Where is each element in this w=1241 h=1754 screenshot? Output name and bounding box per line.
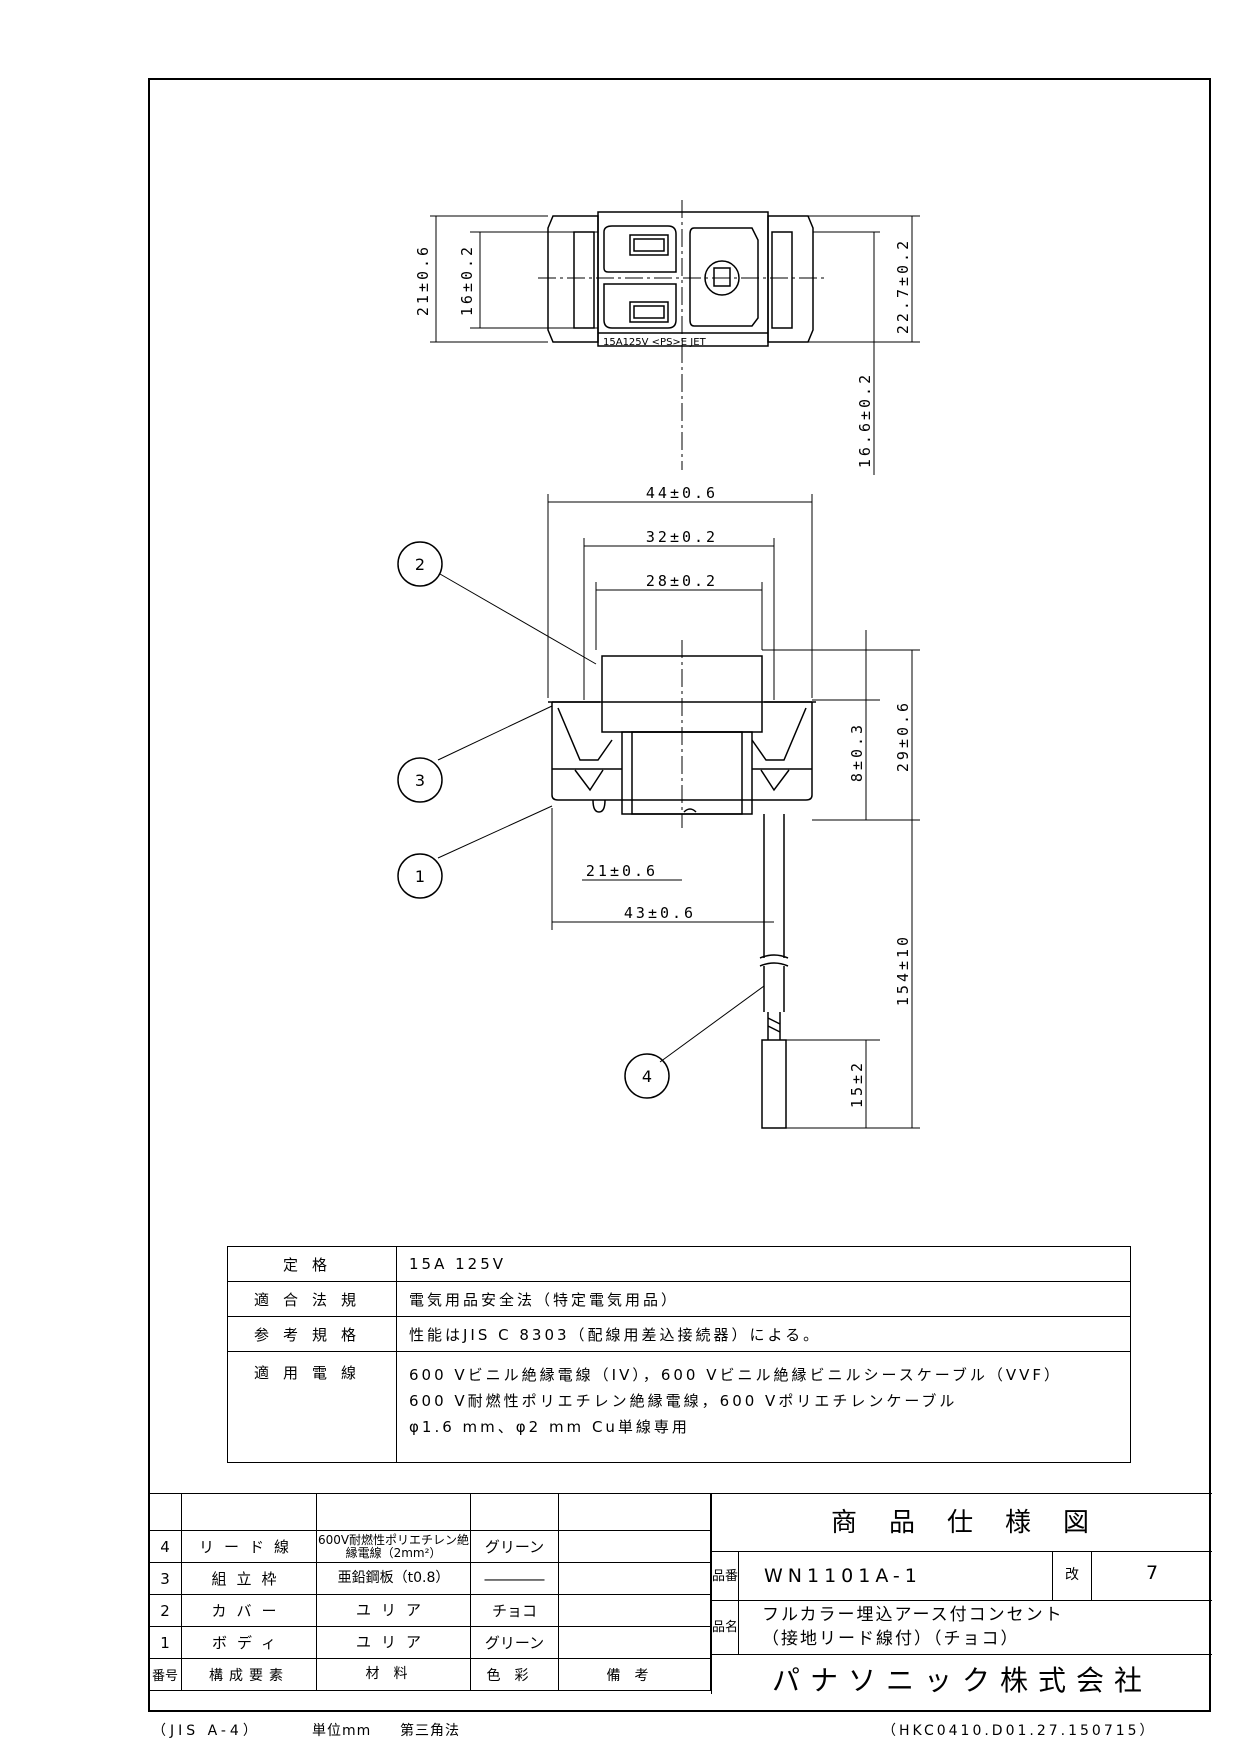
dim-29: 29±0.6 <box>894 700 912 772</box>
part-material: ユリア <box>316 1626 471 1659</box>
spec-line: 600 Vビニル絶縁電線（IV），600 Vビニル絶縁ビニルシースケーブル（VV… <box>409 1366 1063 1384</box>
callout-circle-4 <box>624 1053 670 1099</box>
company-name: パナソニック株式会社 <box>771 1664 1152 1697</box>
dim-22-7: 22.7±0.2 <box>894 238 912 334</box>
spec-key: 適合法規 <box>227 1281 397 1317</box>
footer-projection: 第三角法 <box>400 1723 460 1739</box>
dim-8: 8±0.3 <box>848 722 866 782</box>
dim-43: 43±0.6 <box>624 904 696 922</box>
spec-key: 定格 <box>227 1246 397 1282</box>
drawing-frame <box>148 78 1211 1712</box>
spec-key: 参考規格 <box>227 1316 397 1352</box>
side-view-outline <box>548 655 816 815</box>
parts-row-empty <box>148 1493 711 1531</box>
product-name-label: 品名 <box>712 1600 739 1654</box>
spec-row: 参考規格 性能はJIS C 8303（配線用差込接続器）による。 <box>227 1316 1131 1352</box>
parts-row: 2 カバー ユリア チョコ <box>148 1594 711 1627</box>
callout-2: 2 <box>415 555 425 574</box>
part-no: 3 <box>148 1562 182 1595</box>
part-color: チョコ <box>470 1594 559 1627</box>
header-name: 構成要素 <box>181 1658 317 1691</box>
footer-unit: 単位mm <box>312 1723 372 1739</box>
spec-table: 定格 15A 125V 適合法規 電気用品安全法（特定電気用品） 参考規格 性能… <box>227 1246 1131 1463</box>
footer-doc-code: （HKC0410.D01.27.150715） <box>882 1723 1157 1739</box>
parts-row: 3 組立枠 亜鉛鋼板（t0.8） ―――― <box>148 1562 711 1595</box>
part-color: グリーン <box>470 1530 559 1563</box>
part-color: ―――― <box>470 1562 559 1595</box>
dim-21-top: 21±0.6 <box>414 244 432 316</box>
footer-paper-size: （JIS A-4） <box>152 1723 261 1739</box>
part-no: 4 <box>148 1530 182 1563</box>
parts-table: 4 リード線 600V耐燃性ポリエチレン絶縁電線（2mm²） グリーン 3 組立… <box>148 1493 711 1691</box>
product-name-row: 品名 フルカラー埋込アース付コンセント （接地リード線付）（チョコ） <box>712 1600 1212 1655</box>
part-no: 1 <box>148 1626 182 1659</box>
header-material: 材料 <box>316 1658 471 1691</box>
document-title: 商品仕様図 <box>712 1494 1212 1552</box>
spec-value: 15A 125V <box>396 1246 1131 1282</box>
dim-16-6: 16.6±0.2 <box>856 372 874 468</box>
parts-header-row: 番号 構成要素 材料 色彩 備考 <box>148 1658 711 1691</box>
part-no-label: 品番 <box>712 1552 739 1600</box>
parts-row: 4 リード線 600V耐燃性ポリエチレン絶縁電線（2mm²） グリーン <box>148 1530 711 1563</box>
revision-label: 改 <box>1052 1552 1092 1600</box>
callout-circle-3 <box>397 757 443 803</box>
spec-value: 性能はJIS C 8303（配線用差込接続器）による。 <box>396 1316 1131 1352</box>
header-no: 番号 <box>148 1658 182 1691</box>
part-material: ユリア <box>316 1594 471 1627</box>
revision-value: 7 <box>1145 1562 1159 1584</box>
part-number-row: 品番 WN1101A-1 改 7 <box>712 1552 1212 1601</box>
part-color: グリーン <box>470 1626 559 1659</box>
header-remark: 備考 <box>558 1658 711 1691</box>
part-remark <box>558 1530 711 1563</box>
product-name-line: （接地リード線付）（チョコ） <box>762 1629 1020 1649</box>
part-name: 組立枠 <box>181 1562 317 1595</box>
dim-21-side: 21±0.6 <box>586 862 658 880</box>
part-material: 亜鉛鋼板（t0.8） <box>316 1562 471 1595</box>
product-name: フルカラー埋込アース付コンセント （接地リード線付）（チョコ） <box>762 1603 1064 1651</box>
spec-row: 適用電線 600 Vビニル絶縁電線（IV），600 Vビニル絶縁ビニルシースケー… <box>227 1351 1131 1463</box>
parts-row: 1 ボディ ユリア グリーン <box>148 1626 711 1659</box>
spec-line: 600 V耐燃性ポリエチレン絶縁電線，600 Vポリエチレンケーブル <box>409 1392 958 1410</box>
title-block: 商品仕様図 品番 WN1101A-1 改 7 品名 フルカラー埋込アース付コンセ… <box>711 1493 1212 1697</box>
part-name: ボディ <box>181 1626 317 1659</box>
spec-row: 適合法規 電気用品安全法（特定電気用品） <box>227 1281 1131 1317</box>
dim-15: 15±2 <box>848 1060 866 1108</box>
part-name: リード線 <box>181 1530 317 1563</box>
callout-circle-1 <box>397 853 443 899</box>
part-remark <box>558 1594 711 1627</box>
callout-4: 4 <box>642 1067 652 1086</box>
dim-28: 28±0.2 <box>646 572 718 590</box>
dim-154: 154±10 <box>894 934 912 1006</box>
part-material: 600V耐燃性ポリエチレン絶縁電線（2mm²） <box>316 1530 471 1563</box>
dim-44: 44±0.6 <box>646 484 718 502</box>
spec-value: 600 Vビニル絶縁電線（IV），600 Vビニル絶縁ビニルシースケーブル（VV… <box>396 1351 1131 1463</box>
spec-line: φ1.6 mm、φ2 mm Cu単線専用 <box>409 1418 690 1436</box>
callout-circle-2 <box>397 541 443 587</box>
part-name: カバー <box>181 1594 317 1627</box>
header-color: 色彩 <box>470 1658 559 1691</box>
part-remark <box>558 1626 711 1659</box>
part-number: WN1101A-1 <box>764 1565 922 1587</box>
dim-16: 16±0.2 <box>458 244 476 316</box>
callout-1: 1 <box>415 867 425 886</box>
part-no: 2 <box>148 1594 182 1627</box>
spec-row: 定格 15A 125V <box>227 1246 1131 1282</box>
spec-value: 電気用品安全法（特定電気用品） <box>396 1281 1131 1317</box>
product-name-line: フルカラー埋込アース付コンセント <box>762 1605 1064 1625</box>
lead-wire <box>759 814 789 1129</box>
part-remark <box>558 1562 711 1595</box>
dim-32: 32±0.2 <box>646 528 718 546</box>
callout-3: 3 <box>415 771 425 790</box>
spec-key: 適用電線 <box>227 1351 397 1463</box>
top-view-marking: 15A125V <PS>E JET <box>603 337 707 348</box>
